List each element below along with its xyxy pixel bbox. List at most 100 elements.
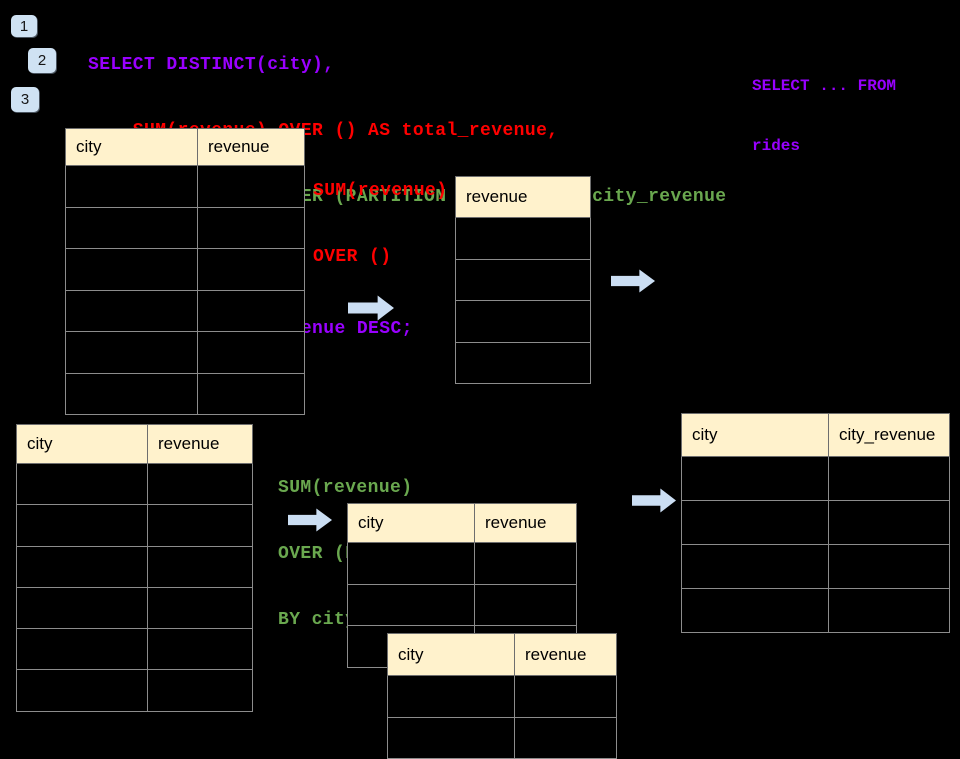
table-cell <box>197 289 305 332</box>
header-row: city city_revenue <box>681 413 950 457</box>
sql-line-select: SELECT DISTINCT(city), <box>88 55 335 75</box>
table-cell <box>474 583 577 627</box>
table-cell <box>147 545 253 588</box>
table-row <box>681 456 950 501</box>
table-cell <box>16 628 148 671</box>
table-cell <box>65 248 198 291</box>
column-header-city: city <box>65 128 198 166</box>
table-row <box>65 331 305 374</box>
table-cell <box>16 669 148 712</box>
table-cell <box>681 500 829 545</box>
context-note-line-2: rides <box>752 137 801 155</box>
column-header-revenue: revenue <box>197 128 305 166</box>
table-cell <box>514 675 617 718</box>
table-cell <box>828 544 950 589</box>
table-row <box>16 628 253 671</box>
table-row <box>681 588 950 633</box>
table-cell <box>474 542 577 585</box>
sql-context-note: SELECT ... FROM rides <box>752 36 896 176</box>
step-badge-2: 2 <box>28 48 56 73</box>
table-cell <box>347 542 475 585</box>
flow-arrow-total-icon <box>348 295 395 321</box>
header-row: city revenue <box>347 503 577 543</box>
table-cell <box>197 248 305 291</box>
table-row <box>347 583 577 627</box>
table-cell <box>455 217 591 260</box>
table-row <box>681 500 950 545</box>
table-cell <box>16 586 148 630</box>
column-header-revenue: revenue <box>147 424 253 464</box>
table-row <box>65 248 305 291</box>
table-row <box>65 206 305 249</box>
table-row <box>681 544 950 589</box>
column-header-city-revenue: city_revenue <box>828 413 950 457</box>
table-cell <box>387 716 515 759</box>
table-cell <box>147 628 253 671</box>
table-cell <box>16 462 148 506</box>
flow-arrow-partition-icon <box>288 508 333 532</box>
table-cell <box>197 206 305 249</box>
window-function-label-total: SUM(revenue) OVER () <box>313 136 447 290</box>
context-note-line-1: SELECT ... FROM <box>752 77 897 95</box>
column-header-city: city <box>16 424 148 464</box>
table-cell <box>147 462 253 506</box>
step-badge-3: 3 <box>11 87 39 112</box>
table-row <box>16 669 253 712</box>
table-cell <box>681 588 829 633</box>
table-cell <box>65 289 198 332</box>
table-row <box>455 258 591 301</box>
table-row <box>65 289 305 332</box>
partition-label-line-1: SUM(revenue) <box>278 478 413 498</box>
step-badge-1: 1 <box>11 15 37 37</box>
rides-source-table: city revenue <box>65 128 305 415</box>
table-row <box>387 716 617 759</box>
column-header-revenue: revenue <box>474 503 577 543</box>
table-cell <box>347 583 475 627</box>
table-row <box>455 217 591 260</box>
table-cell <box>681 544 829 589</box>
flow-arrow-after-total-icon <box>611 269 656 293</box>
table-cell <box>65 206 198 249</box>
total-label-line-1: SUM(revenue) <box>313 181 448 201</box>
rides-source-table-2: city revenue <box>16 424 253 712</box>
table-cell <box>65 165 198 208</box>
table-cell <box>197 372 305 415</box>
city-revenue-result-table: city city_revenue <box>681 413 950 633</box>
table-row <box>65 372 305 415</box>
table-cell <box>197 165 305 208</box>
table-row <box>455 341 591 384</box>
column-header-city: city <box>347 503 475 543</box>
table-cell <box>828 456 950 501</box>
table-cell <box>455 258 591 301</box>
flow-arrow-result-icon <box>632 488 677 513</box>
table-row <box>16 462 253 506</box>
column-header-city: city <box>387 633 515 676</box>
total-revenue-result-table: revenue <box>455 176 591 384</box>
table-cell <box>197 331 305 374</box>
table-cell <box>387 675 515 718</box>
table-cell <box>65 331 198 374</box>
table-cell <box>828 500 950 545</box>
table-cell <box>16 545 148 588</box>
table-cell <box>514 716 617 759</box>
column-header-city: city <box>681 413 829 457</box>
table-cell <box>455 341 591 384</box>
table-row <box>16 504 253 547</box>
table-row <box>65 165 305 208</box>
table-cell <box>681 456 829 501</box>
column-header-revenue: revenue <box>455 176 591 218</box>
table-cell <box>455 300 591 343</box>
table-row <box>16 586 253 630</box>
table-row <box>455 300 591 343</box>
table-row <box>16 545 253 588</box>
table-row <box>347 542 577 585</box>
header-row: city revenue <box>65 128 305 166</box>
table-cell <box>147 669 253 712</box>
column-header-revenue: revenue <box>514 633 617 676</box>
total-label-line-2: OVER () <box>313 247 392 267</box>
table-cell <box>147 504 253 547</box>
header-row: revenue <box>455 176 591 218</box>
table-row <box>387 675 617 718</box>
partition-intermediate-table-2: city revenue <box>387 633 617 759</box>
table-cell <box>828 588 950 633</box>
